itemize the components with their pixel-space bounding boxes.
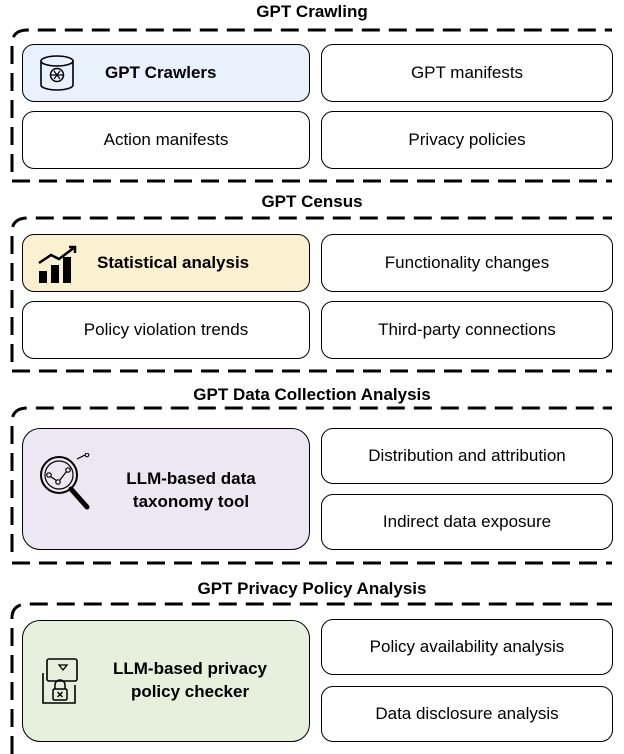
section-title-privacy-policy: GPT Privacy Policy Analysis (197, 579, 427, 598)
section-title-crawling: GPT Crawling (256, 2, 368, 21)
item-action-manifests: Action manifests (22, 111, 310, 169)
tool-label: LLM-based data taxonomy tool (126, 469, 256, 511)
tool-label: Statistical analysis (97, 253, 250, 272)
section-title-census: GPT Census (261, 192, 363, 211)
database-openai-icon (40, 55, 74, 91)
item-policy-violation-trends: Policy violation trends (22, 301, 310, 359)
item-data-disclosure-analysis: Data disclosure analysis (321, 686, 613, 742)
tool-label: LLM-based privacy policy checker (113, 659, 267, 701)
item-distribution-attribution: Distribution and attribution (321, 428, 613, 484)
tool-box-statistical-analysis: Statistical analysis (22, 234, 310, 292)
tool-box-gpt-crawlers: GPT Crawlers (22, 44, 310, 102)
item-privacy-policies: Privacy policies (321, 111, 613, 169)
magnifier-network-icon (40, 453, 90, 510)
item-functionality-changes: Functionality changes (321, 234, 613, 292)
document-lock-icon (42, 658, 78, 704)
item-policy-availability-analysis: Policy availability analysis (321, 619, 613, 675)
tool-box-llm-data-taxonomy: LLM-based data taxonomy tool (22, 428, 310, 550)
item-indirect-data-exposure: Indirect data exposure (321, 494, 613, 550)
tool-box-llm-privacy-checker: LLM-based privacy policy checker (22, 620, 310, 742)
item-third-party-connections: Third-party connections (321, 301, 613, 359)
tool-label: GPT Crawlers (105, 63, 217, 82)
item-gpt-manifests: GPT manifests (321, 44, 613, 102)
bar-chart-trend-icon (38, 245, 77, 283)
section-title-data-collection: GPT Data Collection Analysis (193, 385, 431, 404)
